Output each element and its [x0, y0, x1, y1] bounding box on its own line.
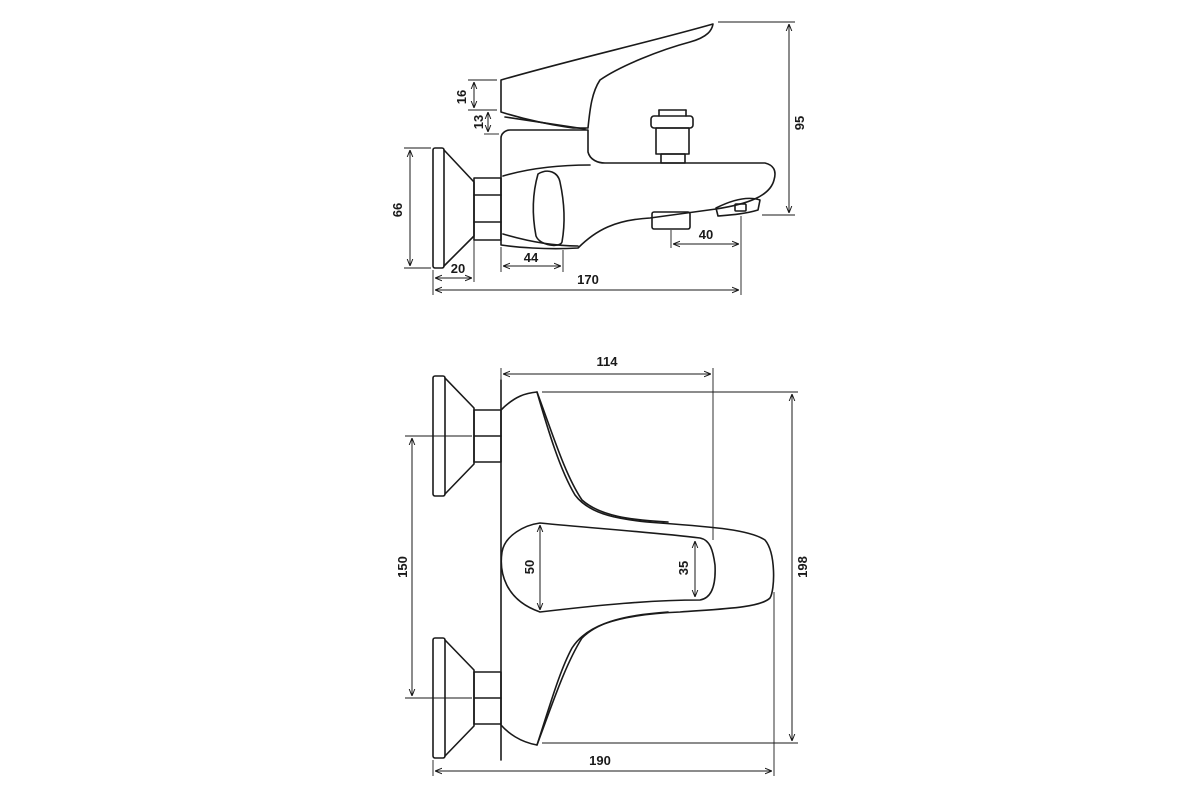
side-shower-outlet [651, 197, 761, 230]
dim-198: 198 [542, 391, 810, 744]
dim-35: 35 [676, 541, 695, 597]
dim-95: 95 [718, 21, 807, 216]
dim-40: 40 [670, 227, 739, 248]
dim-114: 114 [500, 354, 714, 540]
dim-170-label: 170 [577, 272, 599, 287]
side-lever-handle [500, 23, 714, 130]
side-connector-nut [473, 177, 502, 241]
dim-13-label: 13 [471, 115, 486, 129]
dim-190: 190 [432, 592, 775, 776]
dim-114-label: 114 [597, 354, 619, 369]
dim-150: 150 [395, 435, 472, 699]
dim-95-label: 95 [792, 116, 807, 130]
dim-16: 16 [454, 79, 497, 111]
dim-66: 66 [390, 147, 431, 269]
dim-66-label: 66 [390, 203, 405, 217]
top-lever-handle [500, 522, 716, 613]
side-diverter-knob [650, 109, 694, 164]
top-view: 114 150 50 35 198 [395, 354, 810, 776]
dim-13: 13 [471, 112, 499, 135]
dim-198-label: 198 [795, 556, 810, 578]
dim-50: 50 [522, 525, 540, 610]
dim-16-label: 16 [454, 90, 469, 104]
side-view: 16 13 66 20 44 [390, 21, 807, 295]
dim-150-label: 150 [395, 556, 410, 578]
dim-170: 170 [435, 216, 742, 295]
dim-44-label: 44 [524, 250, 539, 265]
dim-35-label: 35 [676, 561, 691, 575]
dim-20: 20 [432, 240, 475, 295]
dim-20-label: 20 [451, 261, 465, 276]
side-wall-flange [432, 147, 475, 269]
top-valve-body [500, 379, 775, 761]
dim-40-label: 40 [699, 227, 713, 242]
side-valve-body [500, 129, 776, 250]
dim-50-label: 50 [522, 560, 537, 574]
dim-190-label: 190 [589, 753, 611, 768]
dim-44: 44 [500, 247, 564, 272]
